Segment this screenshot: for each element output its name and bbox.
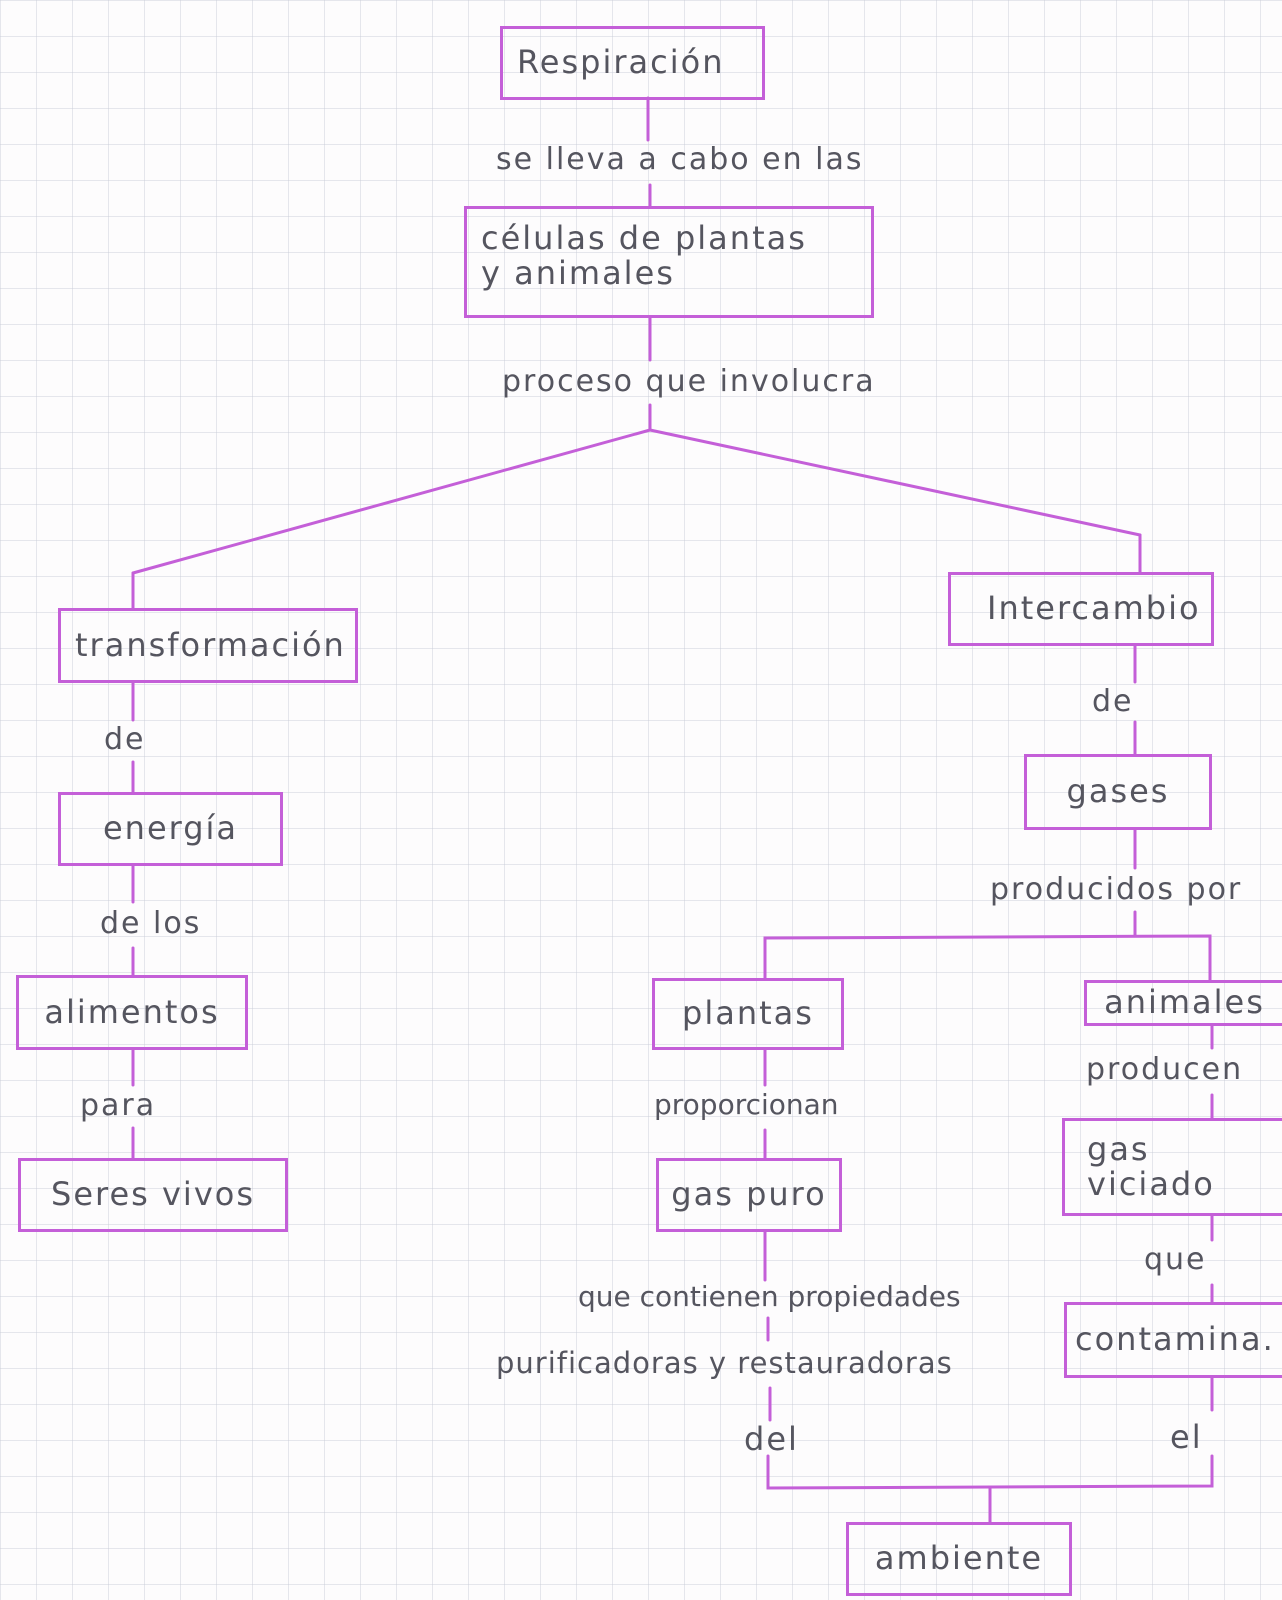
link-se-lleva: se lleva a cabo en las bbox=[496, 142, 864, 177]
link-de-right: de bbox=[1092, 684, 1134, 719]
node-seres-vivos: Seres vivos bbox=[18, 1158, 288, 1232]
link-proceso: proceso que involucra bbox=[502, 364, 876, 399]
link-de-left: de bbox=[104, 722, 146, 757]
connector bbox=[648, 428, 1142, 537]
connector bbox=[766, 1454, 1214, 1490]
node-plantas: plantas bbox=[652, 978, 844, 1050]
link-producidos-por: producidos por bbox=[990, 872, 1243, 907]
node-gas-puro: gas puro bbox=[656, 1158, 842, 1232]
node-energia: energía bbox=[58, 792, 283, 866]
node-animales: animales bbox=[1084, 980, 1282, 1026]
link-de-los: de los bbox=[100, 906, 202, 941]
link-del: del bbox=[744, 1420, 799, 1458]
link-el: el bbox=[1170, 1418, 1203, 1456]
connector bbox=[131, 428, 652, 575]
node-ambiente: ambiente bbox=[846, 1522, 1072, 1596]
link-para: para bbox=[80, 1088, 157, 1123]
link-que-contienen: que contienen propiedades bbox=[578, 1280, 961, 1313]
node-gas-viciado: gas viciado bbox=[1062, 1118, 1282, 1216]
node-celulas: células de plantas y animales bbox=[464, 206, 874, 318]
connector bbox=[763, 934, 1212, 982]
node-intercambio: Intercambio bbox=[948, 572, 1214, 646]
link-producen: producen bbox=[1086, 1052, 1244, 1087]
node-contamina: contamina. bbox=[1064, 1302, 1282, 1378]
node-alimentos: alimentos bbox=[16, 975, 248, 1050]
link-que: que bbox=[1144, 1242, 1207, 1277]
link-proporcionan: proporcionan bbox=[654, 1088, 839, 1121]
node-respiracion: Respiración bbox=[500, 26, 765, 100]
node-gases: gases bbox=[1024, 754, 1212, 830]
node-transformacion: transformación bbox=[58, 608, 358, 683]
link-purificadoras: purificadoras y restauradoras bbox=[496, 1346, 953, 1380]
